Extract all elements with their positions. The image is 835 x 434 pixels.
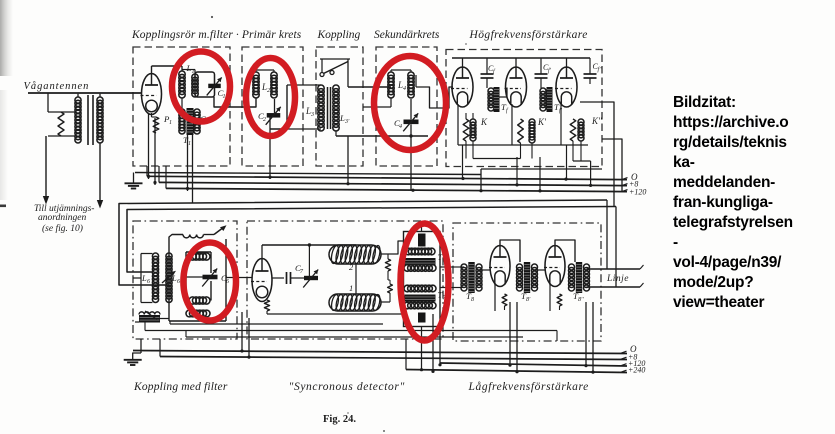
svg-text:T: T	[521, 291, 527, 301]
svg-text:1: 1	[188, 141, 191, 147]
svg-text:2: 2	[349, 262, 354, 272]
svg-text:C: C	[394, 118, 400, 128]
svg-text:T: T	[554, 102, 560, 112]
svg-text:C: C	[218, 88, 224, 98]
svg-text:"Syncronous detector": "Syncronous detector"	[289, 381, 405, 393]
svg-text:2: 2	[267, 88, 270, 94]
svg-text:P: P	[163, 114, 170, 124]
svg-text:6': 6'	[177, 279, 182, 285]
svg-text:Koppling: Koppling	[317, 29, 361, 41]
svg-text:+120: +120	[628, 359, 645, 368]
svg-text:L: L	[141, 273, 147, 283]
svg-text:Sekundärkrets: Sekundärkrets	[374, 29, 440, 41]
svg-text:T: T	[501, 102, 507, 112]
svg-text:f: f	[506, 107, 509, 114]
svg-text:K': K'	[537, 117, 547, 127]
svg-text:T: T	[438, 252, 444, 262]
svg-text:Högfrekvensförstärkare: Högfrekvensförstärkare	[469, 29, 588, 41]
svg-text:L: L	[171, 273, 177, 283]
svg-text:T: T	[438, 290, 444, 300]
svg-text:Lågfrekvensförstärkare: Lågfrekvensförstärkare	[468, 380, 589, 393]
svg-text:2: 2	[263, 117, 266, 123]
svg-text:Vågantennen: Vågantennen	[24, 81, 90, 92]
svg-text:Linje: Linje	[606, 274, 629, 284]
svg-text:8': 8'	[526, 297, 531, 303]
svg-text:6: 6	[226, 279, 229, 285]
svg-text:Till utjämnings-: Till utjämnings-	[34, 204, 94, 214]
svg-text:T: T	[466, 291, 472, 301]
svg-text:L: L	[397, 80, 403, 90]
svg-text:Fig. 24.: Fig. 24.	[323, 414, 356, 425]
svg-text:Kopplingsrör m.filter · Primär: Kopplingsrör m.filter · Primär krets	[131, 29, 302, 41]
svg-text:Koppling med filter: Koppling med filter	[133, 381, 228, 393]
svg-text:L: L	[339, 113, 345, 123]
svg-text:L: L	[305, 106, 311, 116]
svg-text:+8: +8	[628, 353, 637, 362]
svg-text:C: C	[488, 64, 494, 73]
svg-text:6: 6	[147, 279, 150, 285]
svg-text:anordningen: anordningen	[38, 213, 86, 223]
svg-text:T: T	[183, 135, 189, 145]
svg-text:C: C	[221, 273, 227, 283]
svg-text:7: 7	[300, 269, 304, 275]
svg-text:+8: +8	[629, 180, 638, 189]
svg-text:4: 4	[403, 85, 406, 92]
svg-text:C: C	[258, 111, 264, 121]
svg-text:3': 3'	[344, 119, 350, 125]
svg-text:3: 3	[310, 112, 314, 118]
svg-text:f'': f''	[598, 66, 603, 73]
svg-text:(se fig. 10): (se fig. 10)	[42, 223, 83, 234]
svg-text:C: C	[295, 263, 301, 273]
svg-text:1: 1	[349, 283, 353, 293]
svg-text:1: 1	[169, 120, 172, 126]
svg-text:L: L	[261, 82, 267, 92]
svg-text:O: O	[631, 172, 638, 182]
svg-text:f: f	[493, 68, 496, 75]
svg-text:C: C	[543, 63, 549, 72]
svg-text:T: T	[573, 291, 579, 301]
svg-text:4: 4	[399, 123, 402, 130]
svg-text:1: 1	[192, 69, 195, 75]
svg-text:1: 1	[223, 94, 226, 100]
svg-text:C: C	[593, 62, 599, 71]
svg-text:f': f'	[548, 67, 552, 74]
svg-text:O: O	[630, 344, 637, 354]
svg-text:L: L	[186, 63, 192, 73]
svg-text:8: 8	[471, 297, 474, 303]
svg-text:+120: +120	[629, 188, 646, 197]
svg-text:K: K	[480, 117, 488, 127]
svg-text:8'': 8''	[578, 297, 584, 303]
svg-text:K'': K''	[591, 116, 603, 126]
svg-text:+240: +240	[628, 366, 645, 375]
